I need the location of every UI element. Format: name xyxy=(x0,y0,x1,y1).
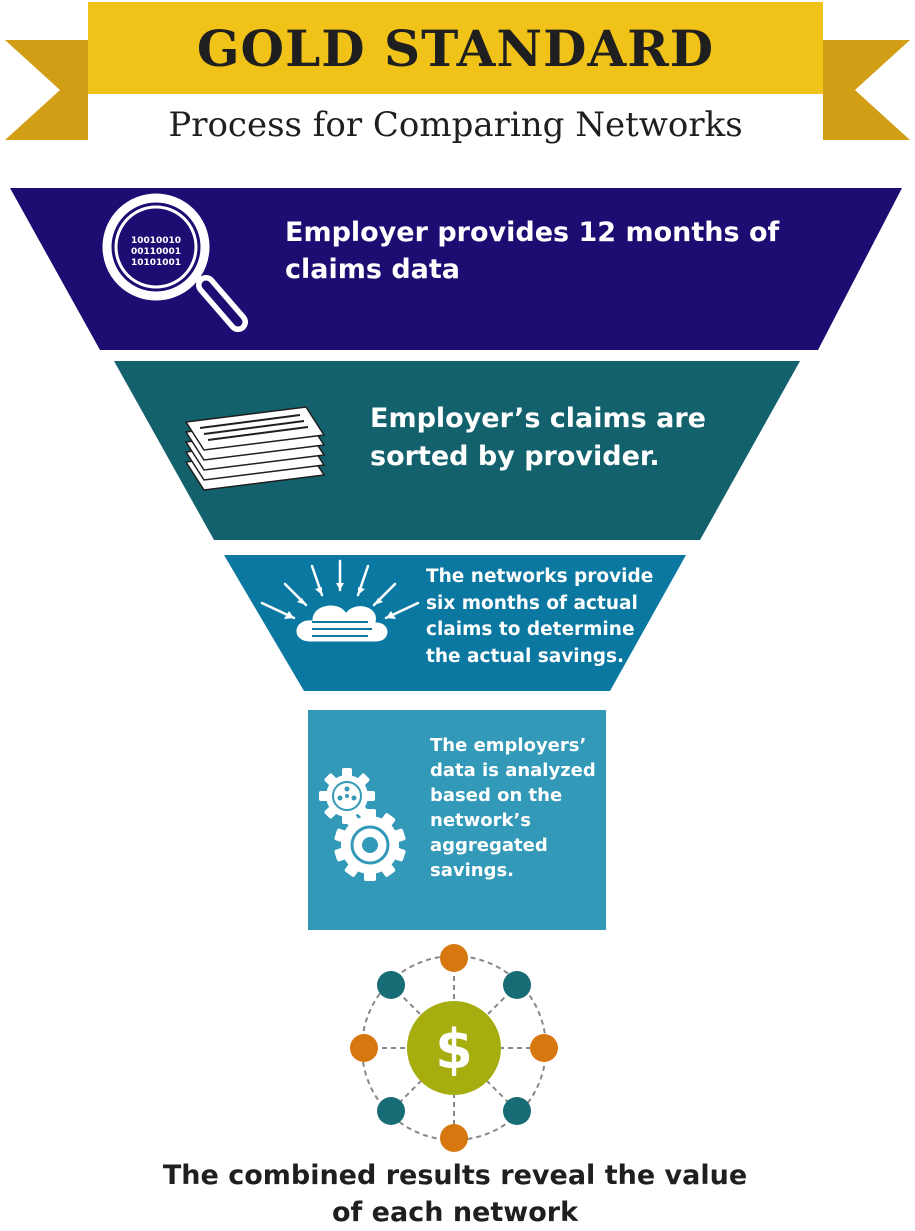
result-text: The combined results reveal the value of… xyxy=(162,1160,748,1228)
gears-icon xyxy=(319,768,406,881)
step-3-text: The networks provide six months of actua… xyxy=(426,566,654,667)
binary-line-2: 00110001 xyxy=(131,247,181,257)
step-4-text: The employers’ data is analyzed based on… xyxy=(430,735,596,881)
banner-subtitle: Process for Comparing Networks xyxy=(168,105,743,145)
banner-title: GOLD STANDARD xyxy=(196,19,715,78)
binary-line-3: 10101001 xyxy=(131,258,181,268)
banner-subtitle-band xyxy=(88,94,823,156)
document-stack-icon xyxy=(184,406,326,491)
binary-line-1: 10010010 xyxy=(131,236,181,246)
cloud-upload-icon xyxy=(260,559,420,643)
step-1-text: Employer provides 12 months of claims da… xyxy=(285,217,780,285)
gold-standard-banner xyxy=(5,2,910,156)
magnifier-binary-icon: 10010010 00110001 10101001 xyxy=(102,193,248,332)
dollar-symbol: $ xyxy=(435,1018,473,1081)
dollar-network-icon: $ xyxy=(350,944,558,1152)
funnel-step-2 xyxy=(114,361,800,540)
step-2-text: Employer’s claims are sorted by provider… xyxy=(370,403,706,472)
